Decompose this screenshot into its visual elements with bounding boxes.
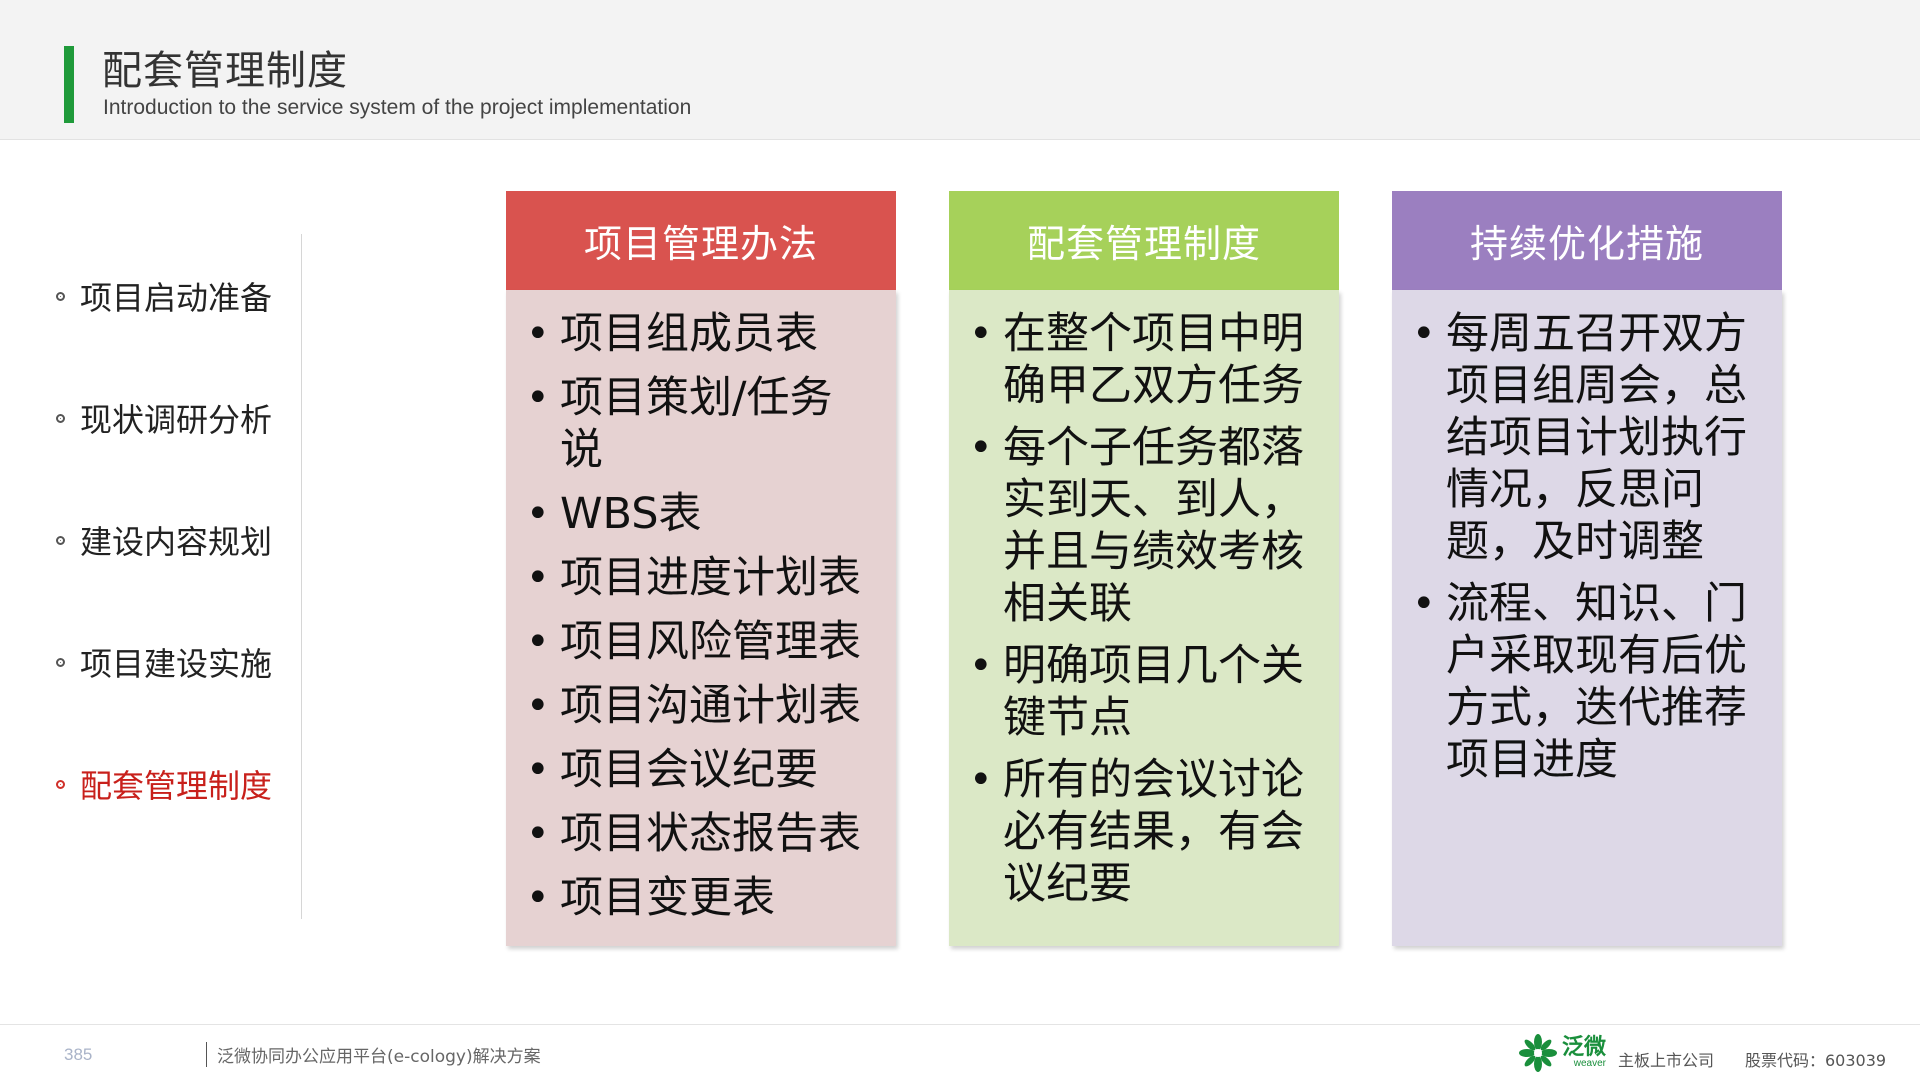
bullet-list: 项目组成员表 项目策划/任务说 WBS表 项目进度计划表 项目风险管理表 项目沟… (524, 308, 882, 924)
list-item: 项目状态报告表 (524, 808, 882, 860)
nav-item-label: 现状调研分析 (80, 401, 273, 439)
bullet-list: 在整个项目中明确甲乙双方任务 每个子任务都落实到天、到人，并且与绩效考核相关联 … (967, 308, 1325, 910)
nav-item-content-planning[interactable]: 建设内容规划 (52, 518, 272, 562)
logo-wordmark: 泛微 weaver (1562, 1037, 1606, 1069)
list-item: 每个子任务都落实到天、到人，并且与绩效考核相关联 (967, 422, 1325, 630)
footer-title: 泛微协同办公应用平台(e-cology)解决方案 (206, 1042, 541, 1067)
circle-bullet-icon (52, 776, 68, 792)
column-header: 项目管理办法 (506, 191, 896, 290)
column-header: 持续优化措施 (1392, 191, 1782, 290)
column-continuous-optimization: 持续优化措施 每周五召开双方项目组周会，总结项目计划执行情况，反思问题，及时调整… (1392, 191, 1782, 946)
listing-note: 主板上市公司 (1618, 1051, 1715, 1070)
circle-bullet-icon (52, 654, 68, 670)
circle-bullet-icon (52, 410, 68, 426)
nav-item-label: 建设内容规划 (80, 523, 273, 561)
page-number: 385 (64, 1045, 93, 1064)
column-body: 项目组成员表 项目策划/任务说 WBS表 项目进度计划表 项目风险管理表 项目沟… (506, 290, 896, 946)
nav-item-status-research[interactable]: 现状调研分析 (52, 396, 272, 440)
column-project-management: 项目管理办法 项目组成员表 项目策划/任务说 WBS表 项目进度计划表 项目风险… (506, 191, 896, 946)
page-header: 配套管理制度 Introduction to the service syste… (0, 0, 1920, 140)
nav-item-project-kickoff[interactable]: 项目启动准备 (52, 274, 272, 318)
nav-item-management-system[interactable]: 配套管理制度 (52, 762, 272, 806)
column-body: 在整个项目中明确甲乙双方任务 每个子任务都落实到天、到人，并且与绩效考核相关联 … (949, 290, 1339, 946)
bullet-list: 每周五召开双方项目组周会，总结项目计划执行情况，反思问题，及时调整 流程、知识、… (1410, 308, 1768, 786)
logo-cn-text: 泛微 (1562, 1035, 1607, 1060)
list-item: WBS表 (524, 488, 882, 540)
column-management-system: 配套管理制度 在整个项目中明确甲乙双方任务 每个子任务都落实到天、到人，并且与绩… (949, 191, 1339, 946)
list-item: 项目沟通计划表 (524, 680, 882, 732)
circle-bullet-icon (52, 288, 68, 304)
list-item: 流程、知识、门户采取现有后优方式，迭代推荐项目进度 (1410, 578, 1768, 786)
list-item: 明确项目几个关键节点 (967, 640, 1325, 744)
list-item: 项目会议纪要 (524, 744, 882, 796)
list-item: 项目变更表 (524, 872, 882, 924)
list-item: 每周五召开双方项目组周会，总结项目计划执行情况，反思问题，及时调整 (1410, 308, 1768, 568)
list-item: 所有的会议讨论必有结果，有会议纪要 (967, 754, 1325, 910)
nav-divider (301, 234, 302, 919)
weaver-leaf-icon (1518, 1033, 1558, 1073)
list-item: 项目进度计划表 (524, 552, 882, 604)
weaver-logo: 泛微 weaver (1518, 1033, 1606, 1073)
page-title: 配套管理制度 (102, 48, 348, 94)
nav-item-implementation[interactable]: 项目建设实施 (52, 640, 272, 684)
page-subtitle: Introduction to the service system of th… (103, 96, 692, 119)
title-accent-bar (64, 46, 74, 123)
page-footer: 385 泛微协同办公应用平台(e-cology)解决方案 泛微 weaver (0, 1024, 1920, 1081)
column-header: 配套管理制度 (949, 191, 1339, 290)
nav-item-label: 项目建设实施 (80, 645, 273, 683)
column-body: 每周五召开双方项目组周会，总结项目计划执行情况，反思问题，及时调整 流程、知识、… (1392, 290, 1782, 946)
circle-bullet-icon (52, 532, 68, 548)
list-item: 项目组成员表 (524, 308, 882, 360)
nav-item-label: 配套管理制度 (80, 767, 273, 805)
list-item: 在整个项目中明确甲乙双方任务 (967, 308, 1325, 412)
list-item: 项目风险管理表 (524, 616, 882, 668)
logo-en-text: weaver (1573, 1058, 1607, 1069)
stock-code: 股票代码：603039 (1745, 1051, 1887, 1070)
list-item: 项目策划/任务说 (524, 372, 860, 476)
nav-item-label: 项目启动准备 (80, 279, 273, 317)
